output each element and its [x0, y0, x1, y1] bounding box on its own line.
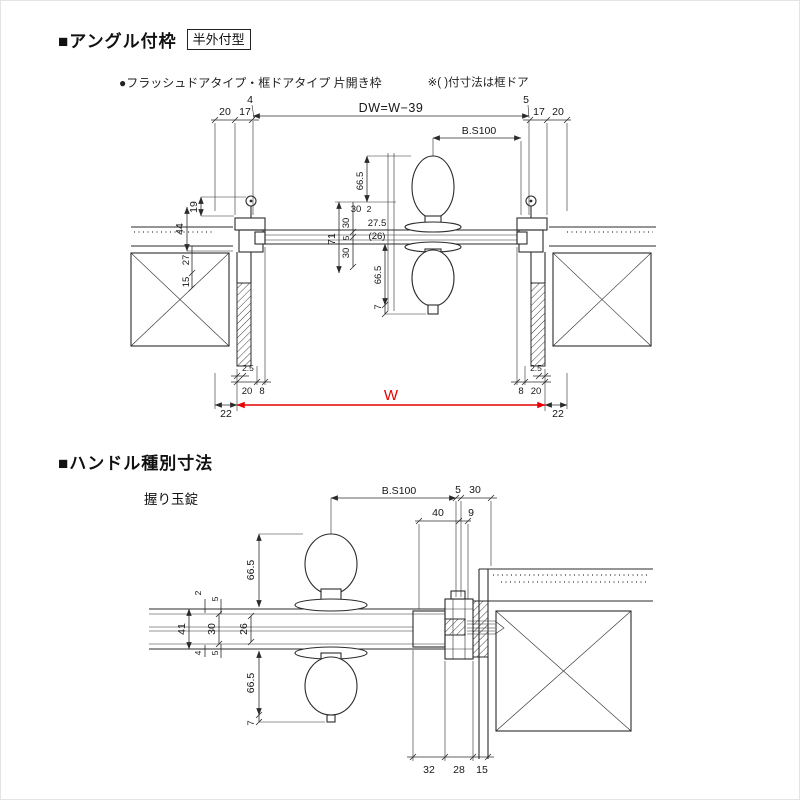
dim-l-30: 30: [206, 623, 218, 635]
dim-bl-22: 22: [220, 408, 232, 420]
dim-c-2: 2: [367, 204, 372, 214]
dim-c-30a: 30: [341, 218, 352, 229]
kamachi-note: ※( )付寸法は框ドア: [427, 77, 529, 89]
right-wall-section: [549, 226, 656, 347]
dim-c-30b: 30: [341, 248, 352, 259]
dim-br-25: 2.5: [530, 363, 542, 373]
dim-b-15: 15: [476, 764, 488, 776]
bottom-left-dimensions: 2.5 20 8 22: [214, 247, 271, 420]
dim-c-5: 5: [341, 235, 351, 240]
door-leaf-section: [149, 608, 445, 650]
bottom-right-dimensions: 2.5 8 20 22: [511, 247, 568, 420]
dim-l-2: 2: [193, 590, 203, 595]
left-jamb-profile: [234, 195, 266, 367]
dim-br-20: 20: [531, 386, 542, 397]
dim-c-26: (26): [369, 231, 386, 242]
dim-l-27: 27: [181, 255, 192, 266]
mount-type-badge: 半外付型: [186, 29, 251, 50]
door-knob: [294, 498, 368, 723]
top-dimensions: B.S100 5 30 40 9: [330, 484, 497, 609]
lock-case: [412, 610, 505, 648]
door-leaf-section: [264, 153, 518, 311]
dim-bl-25: 2.5: [242, 363, 254, 373]
dim-t-40: 40: [432, 507, 444, 519]
dim-bl-8: 8: [259, 386, 264, 397]
dim-br-22: 22: [552, 408, 564, 420]
dim-tr-20: 20: [552, 106, 564, 118]
frame-section-subtitle-row: ●フラッシュドアタイプ・框ドアタイプ 片開き枠 ※( )付寸法は框ドア: [119, 74, 529, 91]
dim-backset: B.S100: [382, 485, 417, 497]
dim-w: W: [384, 387, 399, 404]
dim-c-665-bot: 66.5: [373, 266, 384, 285]
top-left-dimensions: 20 17 4: [211, 94, 259, 215]
dim-t-9: 9: [468, 507, 474, 519]
handle-section-header: ■ハンドル種別寸法: [58, 449, 213, 474]
dim-b-28: 28: [453, 764, 465, 776]
w-dimension: W: [236, 369, 546, 411]
handle-dimension-diagram: B.S100 5 30 40 9 66.5 2 5 41 30: [149, 484, 653, 776]
dim-t-5: 5: [455, 484, 461, 496]
right-wall-section: [478, 568, 653, 759]
top-right-dimensions: 5 17 20: [523, 94, 571, 215]
dim-c-275: 27.5: [368, 218, 387, 229]
frame-section-header: ■アングル付枠 半外付型: [58, 27, 251, 52]
door-type-subtitle: ●フラッシュドアタイプ・框ドアタイプ 片開き枠: [119, 76, 382, 90]
door-knob: [404, 138, 462, 315]
dim-c-665-top: 66.5: [355, 172, 366, 191]
dim-l-7: 7: [246, 720, 257, 725]
center-dimensions: 66.5 30 2 27.5 (26) 71 30 5 30 66.5 7: [326, 155, 426, 318]
dim-l-15: 15: [181, 277, 192, 288]
left-vertical-dimensions: 19 44 27 15: [174, 196, 246, 292]
dim-tr-5: 5: [523, 94, 529, 106]
dim-l-665-bot: 66.5: [245, 673, 257, 694]
dim-tl-20: 20: [219, 106, 231, 118]
left-dimensions: 66.5 2 5 41 30 26 4 5 66.5 7: [176, 533, 325, 726]
dim-bl-20: 20: [242, 386, 253, 397]
bottom-dimensions: 32 28 15: [407, 650, 494, 776]
dim-l-19: 19: [188, 201, 200, 213]
dim-l-41: 41: [176, 623, 188, 635]
dim-l-5a: 5: [210, 596, 220, 601]
dw-dimension: DW=W−39: [252, 101, 530, 215]
dim-c-7: 7: [373, 304, 384, 309]
dim-tl-17: 17: [239, 106, 251, 118]
right-jamb-profile: [444, 590, 489, 660]
dim-dw: DW=W−39: [359, 101, 424, 115]
knob-lock-label: 握り玉錠: [144, 492, 198, 507]
dim-l-44: 44: [174, 223, 186, 235]
dim-t-30: 30: [469, 484, 481, 496]
dim-c-30t: 30: [351, 204, 362, 215]
dim-l-665-top: 66.5: [245, 560, 257, 581]
left-wall-section: [130, 226, 233, 347]
dim-tr-17: 17: [533, 106, 545, 118]
dim-b-32: 32: [423, 764, 435, 776]
dim-l-4: 4: [193, 650, 203, 655]
dim-backset: B.S100: [462, 125, 497, 137]
dim-l-26: 26: [238, 623, 250, 635]
frame-plan-diagram: DW=W−39 B.S100 20 17 4: [130, 94, 656, 420]
dim-l-5b: 5: [210, 650, 220, 655]
dim-tl-4: 4: [247, 94, 253, 106]
right-jamb-profile: [516, 195, 548, 367]
dim-c-71: 71: [326, 233, 338, 245]
backset-dimension: B.S100: [432, 125, 522, 215]
frame-section-title: ■アングル付枠: [58, 32, 177, 51]
dim-br-8: 8: [518, 386, 523, 397]
handle-section-title: ■ハンドル種別寸法: [58, 454, 214, 473]
